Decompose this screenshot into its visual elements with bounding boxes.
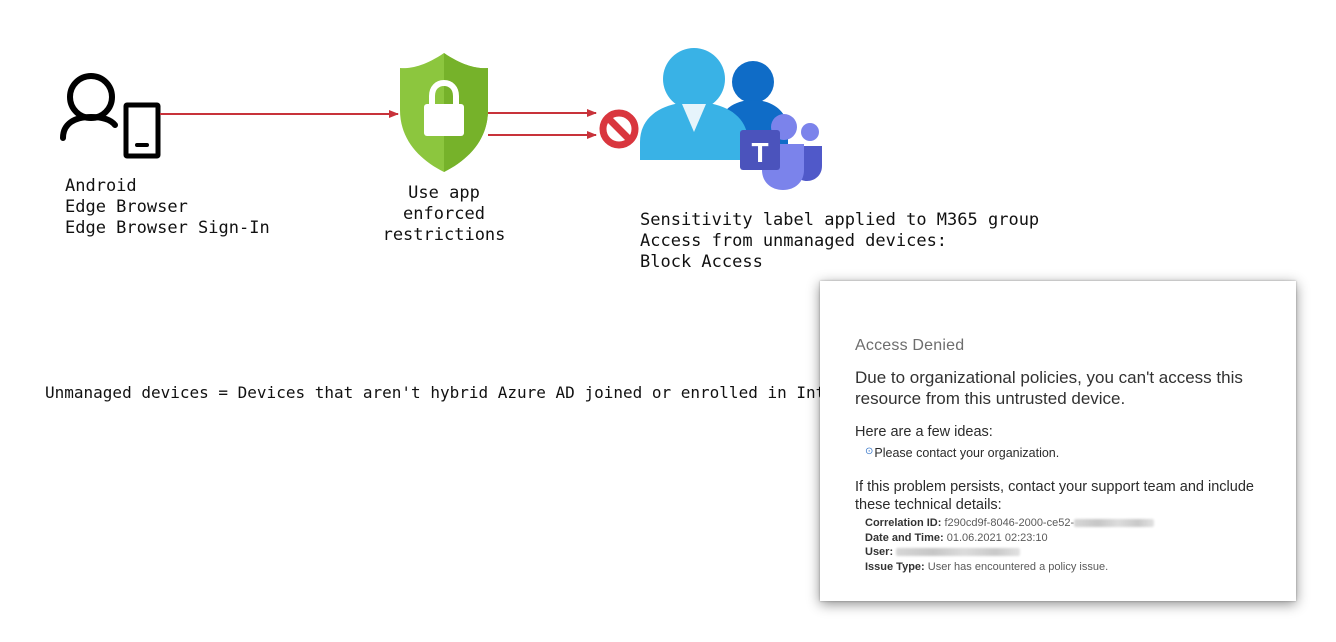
detail-datetime: Date and Time: 01.06.2021 02:23:10: [865, 531, 1154, 546]
dialog-idea-text: Please contact your organization.: [874, 446, 1060, 460]
bullet-icon: ⊙: [865, 446, 874, 457]
shield-caption-line: restrictions: [382, 225, 506, 245]
dialog-message: Due to organizational policies, you can'…: [855, 368, 1243, 408]
user-node-caption: Android Edge Browser Edge Browser Sign-I…: [65, 176, 270, 239]
group-node-caption: Sensitivity label applied to M365 group …: [640, 210, 1039, 273]
dialog-idea-item: ⊙Please contact your organization.: [865, 446, 1059, 460]
detail-value: 01.06.2021 02:23:10: [946, 531, 1048, 544]
shield-lock-icon: [400, 53, 488, 172]
detail-correlation: Correlation ID: f290cd9f-8046-2000-ce52-: [865, 516, 1155, 531]
dialog-title: Access Denied: [855, 337, 965, 354]
user-caption-line: Android: [65, 176, 137, 196]
access-denied-dialog: Access Denied Due to organizational poli…: [820, 281, 1296, 601]
dialog-ideas-heading: Here are a few ideas:: [855, 424, 993, 440]
user-caption-line: Edge Browser: [65, 197, 188, 217]
detail-label: Issue Type:: [865, 560, 925, 573]
unmanaged-devices-note: Unmanaged devices = Devices that aren't …: [45, 383, 855, 402]
detail-label: Correlation ID:: [865, 517, 942, 529]
block-sign-icon: [599, 109, 639, 149]
shield-caption-line: enforced: [403, 204, 485, 224]
teams-letter: T: [751, 137, 768, 168]
dialog-technical-details: Correlation ID: f290cd9f-8046-2000-ce52-…: [865, 516, 1155, 575]
group-caption-line: Sensitivity label applied to M365 group: [640, 210, 1040, 230]
group-caption-line: Access from unmanaged devices:: [640, 231, 948, 251]
shield-caption-line: Use app: [408, 183, 480, 203]
detail-issue: Issue Type: User has encountered a polic…: [865, 560, 1154, 575]
redacted-value: [896, 548, 1021, 556]
detail-user: User:: [865, 545, 1154, 560]
group-users-icon: [640, 48, 788, 160]
user-caption-line: Edge Browser Sign-In: [65, 218, 270, 238]
detail-value: User has encountered a policy issue.: [927, 560, 1109, 573]
user-with-phone-icon: [60, 73, 161, 159]
teams-logo-icon: T: [740, 114, 822, 190]
group-caption-line: Block Access: [640, 252, 763, 272]
shield-node-caption: Use app enforced restrictions: [374, 183, 514, 246]
detail-label: User:: [865, 546, 894, 558]
dialog-persist-text: If this problem persists, contact your s…: [855, 479, 1254, 513]
detail-value: f290cd9f-8046-2000-ce52-: [944, 517, 1075, 529]
detail-label: Date and Time:: [865, 531, 944, 544]
redacted-value: [1074, 519, 1155, 527]
